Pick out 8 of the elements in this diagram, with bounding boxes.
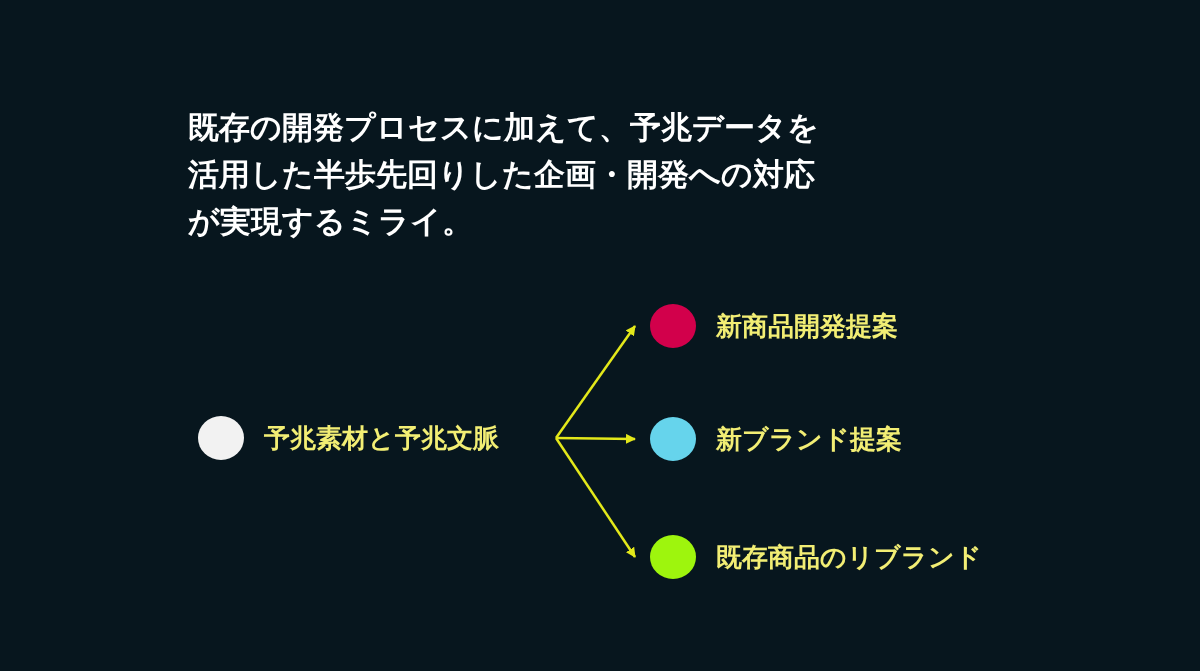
arrow xyxy=(554,437,637,558)
arrow xyxy=(554,325,637,439)
item-label: 既存商品のリブランド xyxy=(716,540,982,574)
arrow xyxy=(556,433,636,444)
item-label: 新商品開発提案 xyxy=(716,309,898,343)
item-label: 予兆素材と予兆文脈 xyxy=(264,421,499,455)
item-label: 新ブランド提案 xyxy=(716,422,902,456)
heading: 既存の開発プロセスに加えて、予兆データを活用した半歩先回りした企画・開発への対応が実現するミライ。 xyxy=(188,108,820,241)
